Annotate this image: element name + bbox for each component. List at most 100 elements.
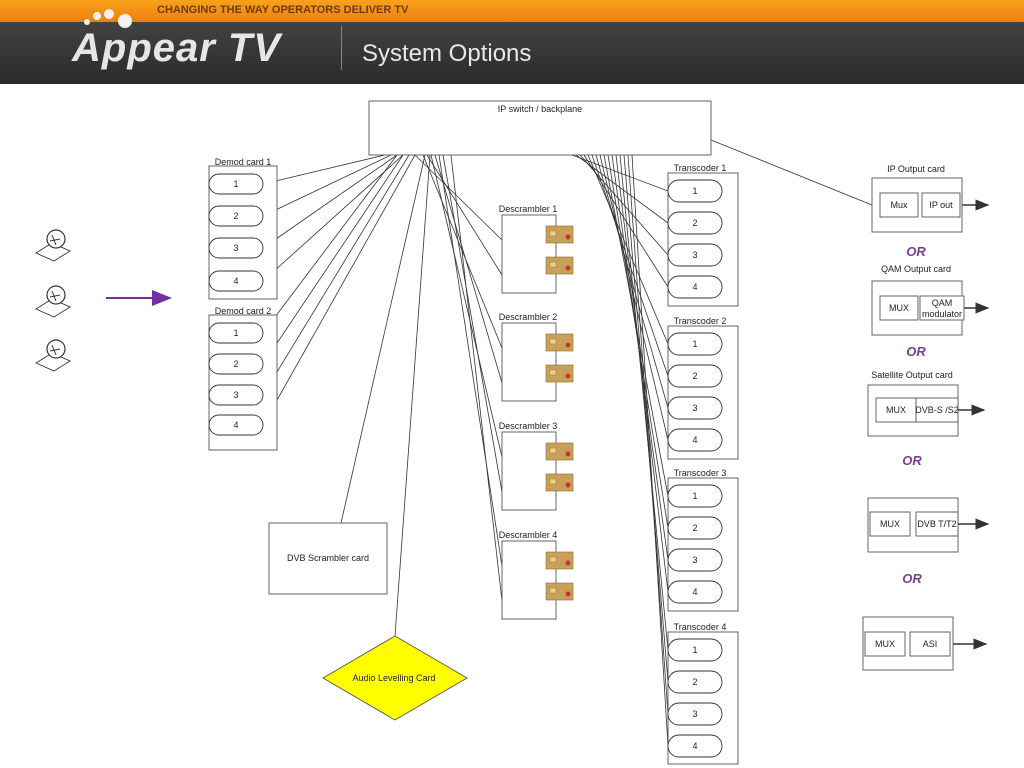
output-module-label: ASI bbox=[923, 639, 938, 649]
card-logo bbox=[565, 451, 571, 457]
output-module-box bbox=[915, 511, 959, 537]
transcoder-port-label: 1 bbox=[692, 645, 697, 655]
transcoder-port-label: 2 bbox=[692, 371, 697, 381]
transcoder-port bbox=[667, 332, 723, 356]
demod-card-label: Demod card 1 bbox=[215, 157, 272, 167]
descrambler-label: Descrambler 1 bbox=[499, 204, 558, 214]
switch-to-transcoder-line bbox=[587, 154, 669, 345]
transcoder-port bbox=[667, 243, 723, 267]
transcoder-port-label: 3 bbox=[692, 555, 697, 565]
card-logo bbox=[565, 482, 571, 488]
audio-levelling-label: Audio Levelling Card bbox=[352, 673, 435, 683]
smart-card-icon bbox=[545, 551, 574, 570]
transcoder-port bbox=[667, 428, 723, 452]
output-module-box bbox=[919, 295, 965, 321]
dish-feed bbox=[49, 344, 61, 356]
transcoder-port-label: 3 bbox=[692, 250, 697, 260]
header-stripe bbox=[0, 0, 1024, 22]
dish-feed bbox=[49, 234, 61, 246]
demod-port-label: 1 bbox=[233, 328, 238, 338]
dish-base bbox=[35, 352, 71, 372]
dish-bowl bbox=[46, 285, 66, 305]
descrambler-label: Descrambler 3 bbox=[499, 421, 558, 431]
demod-to-switch-line bbox=[262, 154, 392, 217]
transcoder-port-label: 4 bbox=[692, 741, 697, 751]
card-chip bbox=[549, 447, 557, 454]
card-logo bbox=[565, 234, 571, 240]
or-label: OR bbox=[902, 571, 922, 586]
switch-to-transcoder-line bbox=[623, 154, 669, 683]
output-module-label: DVB T/T2 bbox=[917, 519, 956, 529]
output-mux-box bbox=[879, 295, 919, 321]
switch-to-descrambler-line bbox=[438, 154, 503, 567]
output-module-label: DVB-S /S2 bbox=[915, 405, 959, 415]
dish-bowl bbox=[46, 229, 66, 249]
output-mux-label: MUX bbox=[875, 639, 895, 649]
tagline: CHANGING THE WAY OPERATORS DELIVER TV bbox=[157, 4, 409, 16]
transcoder-port bbox=[667, 396, 723, 420]
smart-card-icon bbox=[545, 582, 574, 601]
demod-port-label: 3 bbox=[233, 390, 238, 400]
demod-to-switch-line bbox=[262, 154, 398, 334]
switch-to-descrambler-line bbox=[422, 154, 503, 349]
switch-to-transcoder-line bbox=[631, 154, 669, 747]
transcoder-port bbox=[667, 211, 723, 235]
descrambler-label: Descrambler 2 bbox=[499, 312, 558, 322]
output-mux-box bbox=[864, 631, 906, 657]
switch-to-descrambler-line bbox=[434, 154, 503, 384]
transcoder-port-label: 3 bbox=[692, 709, 697, 719]
output-module-label-line: QAM bbox=[932, 298, 953, 308]
card-chip bbox=[549, 587, 557, 594]
card-chip bbox=[549, 338, 557, 345]
card-chip bbox=[549, 478, 557, 485]
switch-to-descrambler-line bbox=[430, 154, 503, 458]
switch-to-descrambler-line bbox=[414, 154, 503, 241]
output-mux-label: MUX bbox=[889, 303, 909, 313]
card-chip bbox=[549, 556, 557, 563]
demod-port bbox=[208, 384, 264, 406]
audio-levelling-diamond bbox=[322, 635, 468, 721]
smart-card-icon bbox=[545, 333, 574, 352]
header-divider bbox=[341, 26, 342, 70]
smart-card-icon bbox=[545, 442, 574, 461]
transcoder-port-label: 2 bbox=[692, 677, 697, 687]
dish-base bbox=[35, 242, 71, 262]
or-label: OR bbox=[906, 344, 926, 359]
demod-port-label: 2 bbox=[233, 359, 238, 369]
demod-port bbox=[208, 414, 264, 436]
dvb-scrambler-label: DVB Scrambler card bbox=[287, 553, 369, 563]
transcoder-port bbox=[667, 548, 723, 572]
switch-to-transcoder-line bbox=[591, 154, 669, 377]
demod-port-label: 3 bbox=[233, 243, 238, 253]
logo-dot-icon bbox=[84, 19, 90, 25]
demod-port-label: 1 bbox=[233, 179, 238, 189]
transcoder-port bbox=[667, 364, 723, 388]
output-mux-label: MUX bbox=[886, 405, 906, 415]
transcoder-label: Transcoder 1 bbox=[674, 163, 727, 173]
transcoder-port bbox=[667, 702, 723, 726]
switch-to-transcoder-line bbox=[619, 154, 669, 651]
output-mux-box bbox=[879, 192, 919, 218]
logo-dot-icon bbox=[93, 12, 101, 20]
switch-to-transcoder-line bbox=[627, 154, 669, 715]
smart-card-icon bbox=[545, 225, 574, 244]
demod-to-switch-line bbox=[262, 154, 404, 365]
dish-bowl bbox=[46, 339, 66, 359]
demod-port bbox=[208, 205, 264, 227]
card-logo bbox=[565, 591, 571, 597]
descrambler-label: Descrambler 4 bbox=[499, 530, 558, 540]
output-module-box bbox=[909, 631, 951, 657]
transcoder-port bbox=[667, 670, 723, 694]
card-chip bbox=[549, 230, 557, 237]
transcoder-port-label: 4 bbox=[692, 587, 697, 597]
header-bar: CHANGING THE WAY OPERATORS DELIVER TV Ap… bbox=[0, 0, 1024, 84]
switch-to-descrambler-line bbox=[426, 154, 503, 276]
ip-switch-label: IP switch / backplane bbox=[498, 104, 582, 114]
transcoder-port-label: 1 bbox=[692, 186, 697, 196]
output-module-label: IP out bbox=[929, 200, 953, 210]
demod-port-label: 2 bbox=[233, 211, 238, 221]
demod-to-switch-line bbox=[262, 154, 398, 249]
dvb-scrambler-box bbox=[268, 522, 388, 595]
demod-card-label: Demod card 2 bbox=[215, 306, 272, 316]
